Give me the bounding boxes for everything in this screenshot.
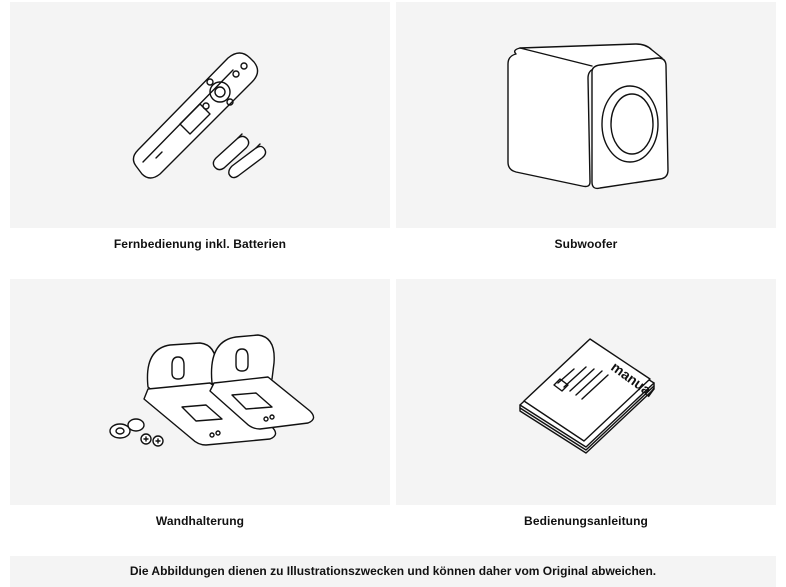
remote-label: Fernbedienung inkl. Batterien	[113, 237, 287, 251]
manual-booklet-icon: manual	[519, 338, 657, 454]
manual-label: Bedienungsanleitung	[524, 514, 648, 528]
manual-tile: manual	[396, 279, 776, 505]
wallmount-tile	[10, 279, 390, 505]
wall-mount-brackets-icon	[109, 334, 315, 447]
subwoofer-label: Subwoofer	[554, 237, 618, 251]
subwoofer-icon	[507, 43, 669, 190]
wallmount-label: Wandhalterung	[155, 514, 245, 528]
subwoofer-tile	[396, 2, 776, 228]
remote-control-with-batteries-icon	[132, 52, 267, 179]
disclaimer-note: Die Abbildungen dienen zu Illustrationsz…	[10, 556, 776, 587]
remote-tile	[10, 2, 390, 228]
